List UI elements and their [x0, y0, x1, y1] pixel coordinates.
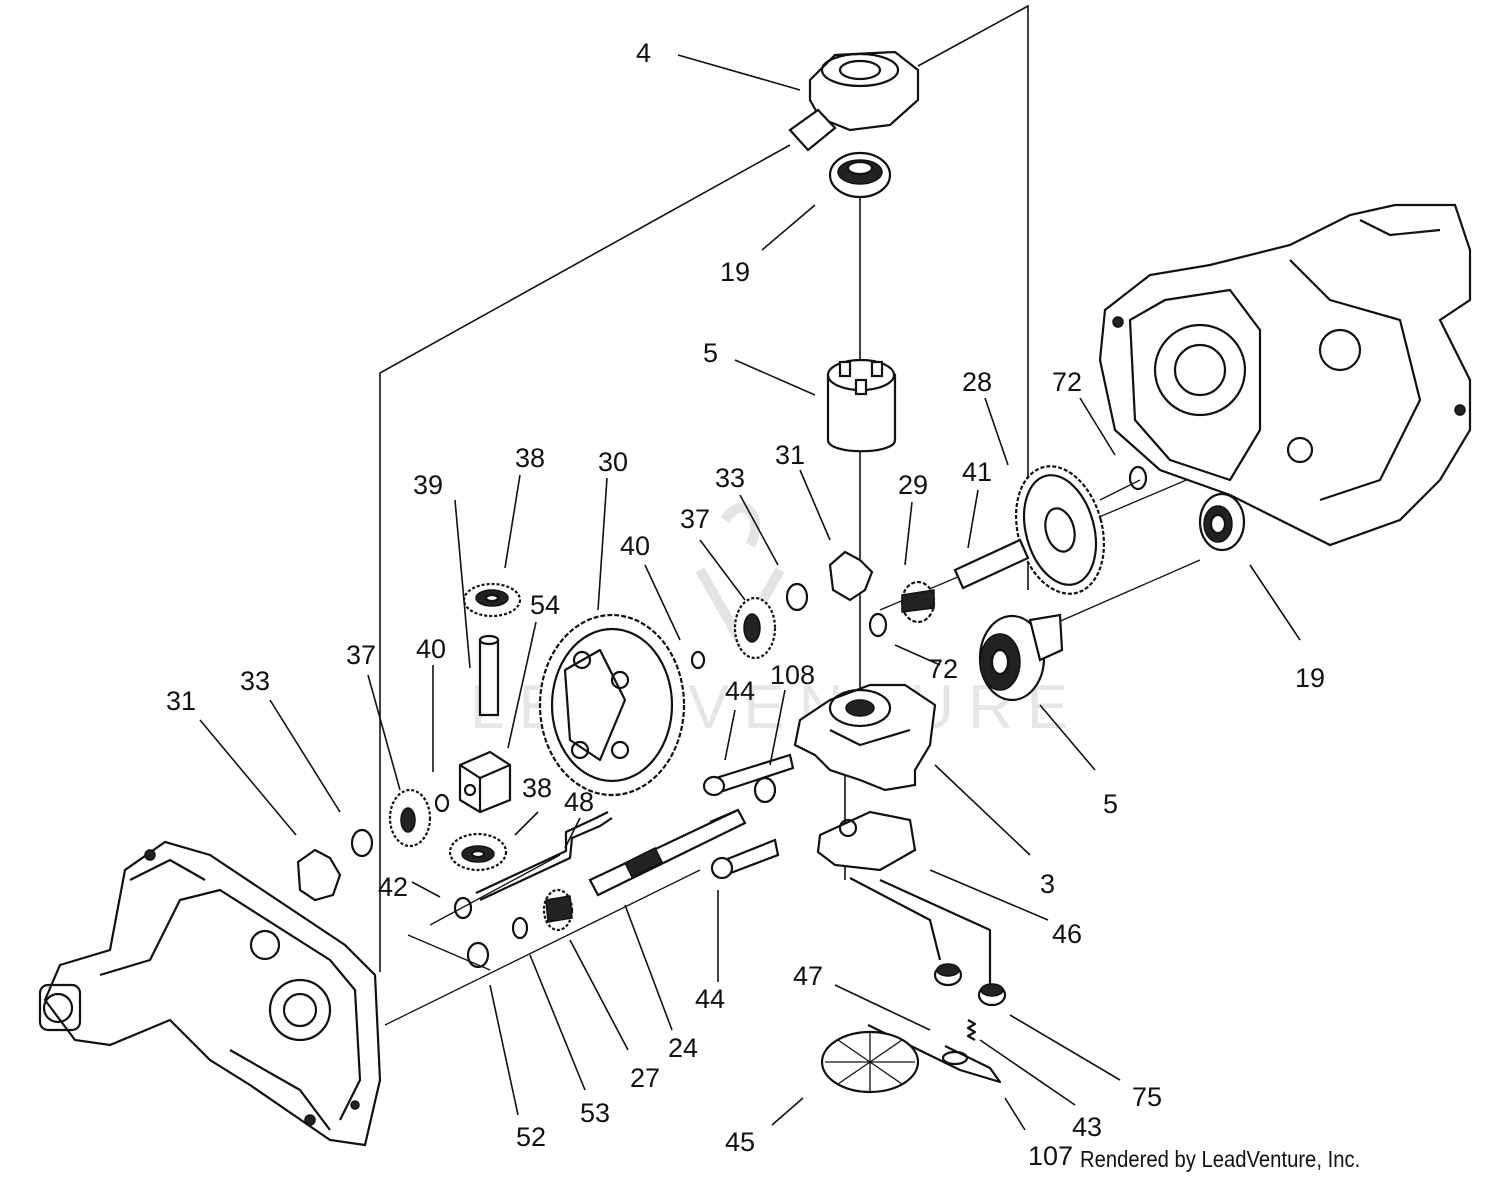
part-43-spring [966, 1019, 977, 1041]
callout-45: 45 [725, 1127, 755, 1157]
part-108-washer [753, 776, 777, 804]
callout-46: 46 [1052, 919, 1082, 949]
callout-30: 30 [598, 447, 628, 477]
part-31-star-coupler-left [296, 848, 342, 902]
part-28-gear [1014, 465, 1106, 595]
callout-48: 48 [564, 787, 594, 817]
callout-37-upper: 37 [680, 504, 710, 534]
part-29-pinion [900, 580, 936, 624]
part-41-pin [953, 538, 1030, 590]
callout-39: 39 [413, 470, 443, 500]
callout-107: 107 [1028, 1141, 1073, 1171]
part-53-clip [511, 916, 529, 940]
callout-43: 43 [1072, 1112, 1102, 1142]
callout-108: 108 [770, 660, 815, 690]
part-33-washers [350, 582, 809, 858]
callout-72-lower: 72 [928, 654, 958, 684]
callout-40-lower: 40 [416, 634, 446, 664]
callout-75: 75 [1132, 1082, 1162, 1112]
part-30-ring-gear [538, 613, 686, 797]
part-54-block [458, 750, 512, 814]
callout-38-lower: 38 [522, 773, 552, 803]
callout-44-upper: 44 [725, 676, 755, 706]
part-37-bevel-gear-left [388, 788, 432, 848]
callout-42: 42 [378, 872, 408, 902]
callout-53: 53 [580, 1098, 610, 1128]
callout-38-upper: 38 [515, 443, 545, 473]
callout-24: 24 [668, 1033, 698, 1063]
part-31-star-coupler-right [828, 550, 874, 602]
callout-41: 41 [962, 457, 992, 487]
callout-27: 27 [630, 1063, 660, 1093]
callout-31-lower: 31 [166, 686, 196, 716]
credit-text: Rendered by LeadVenture, Inc. [1080, 1146, 1361, 1172]
callout-33-upper: 33 [715, 463, 745, 493]
part-52-washer [466, 941, 490, 969]
callout-31-upper: 31 [775, 440, 805, 470]
part-48-control-arm [475, 811, 613, 901]
part-19-lower-seal [1198, 492, 1246, 552]
callout-33-lower: 33 [240, 666, 270, 696]
callout-5-upper: 5 [703, 338, 718, 368]
part-4-bracket [788, 50, 920, 152]
callout-54: 54 [530, 590, 560, 620]
callout-4: 4 [636, 38, 651, 68]
part-44-bolt-upper [702, 753, 795, 797]
part-42-washer [453, 896, 473, 920]
part-75-plug [977, 983, 1007, 1007]
part-19-upper-bearing [828, 151, 892, 199]
part-38-bevel-gear-upper [462, 582, 522, 618]
part-5-upper-coupler [826, 358, 897, 453]
part-38-bevel-gear-lower [448, 832, 508, 872]
part-47-plug [933, 963, 963, 987]
part-72-washers [868, 465, 1148, 638]
part-24-shaft [588, 808, 747, 897]
part-5-lower-coupler [978, 613, 1064, 702]
callout-72-upper: 72 [1052, 367, 1082, 397]
part-46-filter-plate [816, 810, 992, 990]
left-housing [38, 840, 382, 1147]
callout-3: 3 [1040, 869, 1055, 899]
callout-44-lower: 44 [695, 984, 725, 1014]
right-housing [1098, 203, 1472, 547]
part-107-bracket [867, 1024, 1002, 1084]
part-44-bolt-lower [710, 838, 780, 880]
callout-5-lower: 5 [1103, 789, 1118, 819]
callout-labels: 4 19 5 28 72 29 41 31 33 37 38 30 39 40 … [166, 38, 1325, 1171]
callout-40-upper: 40 [620, 531, 650, 561]
callout-47: 47 [793, 961, 823, 991]
part-3-center-housing [793, 683, 937, 792]
callout-19-lower: 19 [1295, 663, 1325, 693]
leader-lines [199, 54, 1301, 1131]
part-27-pinion [542, 888, 574, 932]
part-39-pin [478, 634, 500, 717]
callout-52: 52 [516, 1122, 546, 1152]
callout-19-upper: 19 [720, 257, 750, 287]
callout-29: 29 [898, 470, 928, 500]
part-37-bevel-gear-right [733, 596, 777, 660]
part-40-rings [434, 650, 706, 813]
callout-28: 28 [962, 367, 992, 397]
callout-37-lower: 37 [346, 640, 376, 670]
part-45-filter-screen [820, 1030, 920, 1094]
